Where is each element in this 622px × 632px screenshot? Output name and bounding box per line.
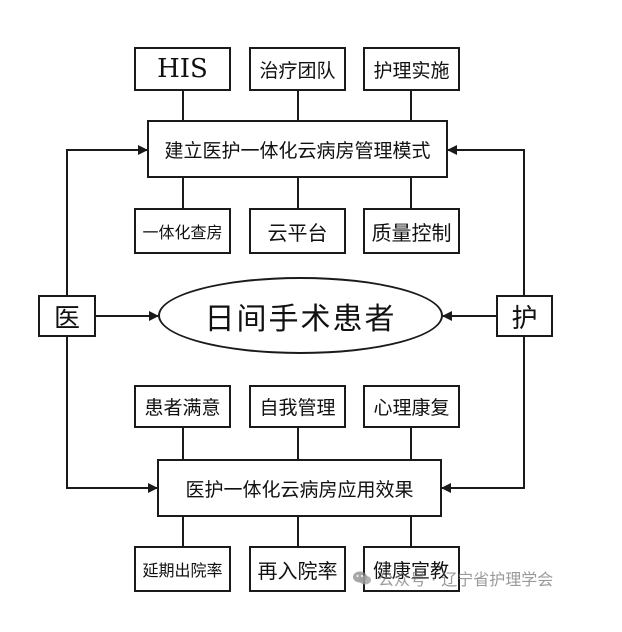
node-cloud-platform: 云平台: [249, 208, 346, 254]
node-his: HIS: [134, 47, 231, 91]
node-nursing-implementation: 护理实施: [363, 47, 460, 91]
node-self-management: 自我管理: [249, 385, 346, 428]
node-quality-control: 质量控制: [363, 208, 460, 254]
arrow-doctor-model: [66, 145, 148, 295]
node-readmission: 再入院率: [249, 546, 346, 592]
node-patient: 日间手术患者: [158, 277, 443, 354]
arrow-doctor-effect: [66, 337, 158, 493]
arrow-nurse-model: [447, 145, 525, 295]
node-effect: 医护一体化云病房应用效果: [157, 459, 442, 517]
watermark-text: 公众号 · 辽宁省护理学会: [378, 570, 554, 589]
arrow-nurse-effect: [441, 337, 525, 493]
node-satisfaction: 患者满意: [134, 385, 231, 428]
node-treatment-team: 治疗团队: [249, 47, 346, 91]
node-model: 建立医护一体化云病房管理模式: [147, 120, 448, 178]
watermark: 公众号 · 辽宁省护理学会: [352, 566, 553, 590]
node-nurse: 护: [496, 295, 553, 337]
node-integrated-rounds: 一体化查房: [134, 208, 231, 254]
wechat-icon: [352, 570, 372, 586]
node-doctor: 医: [38, 295, 96, 337]
node-delayed-discharge: 延期出院率: [134, 546, 231, 592]
node-health-education: 健康宣教: [363, 546, 460, 592]
node-psychological-recovery: 心理康复: [363, 385, 460, 428]
